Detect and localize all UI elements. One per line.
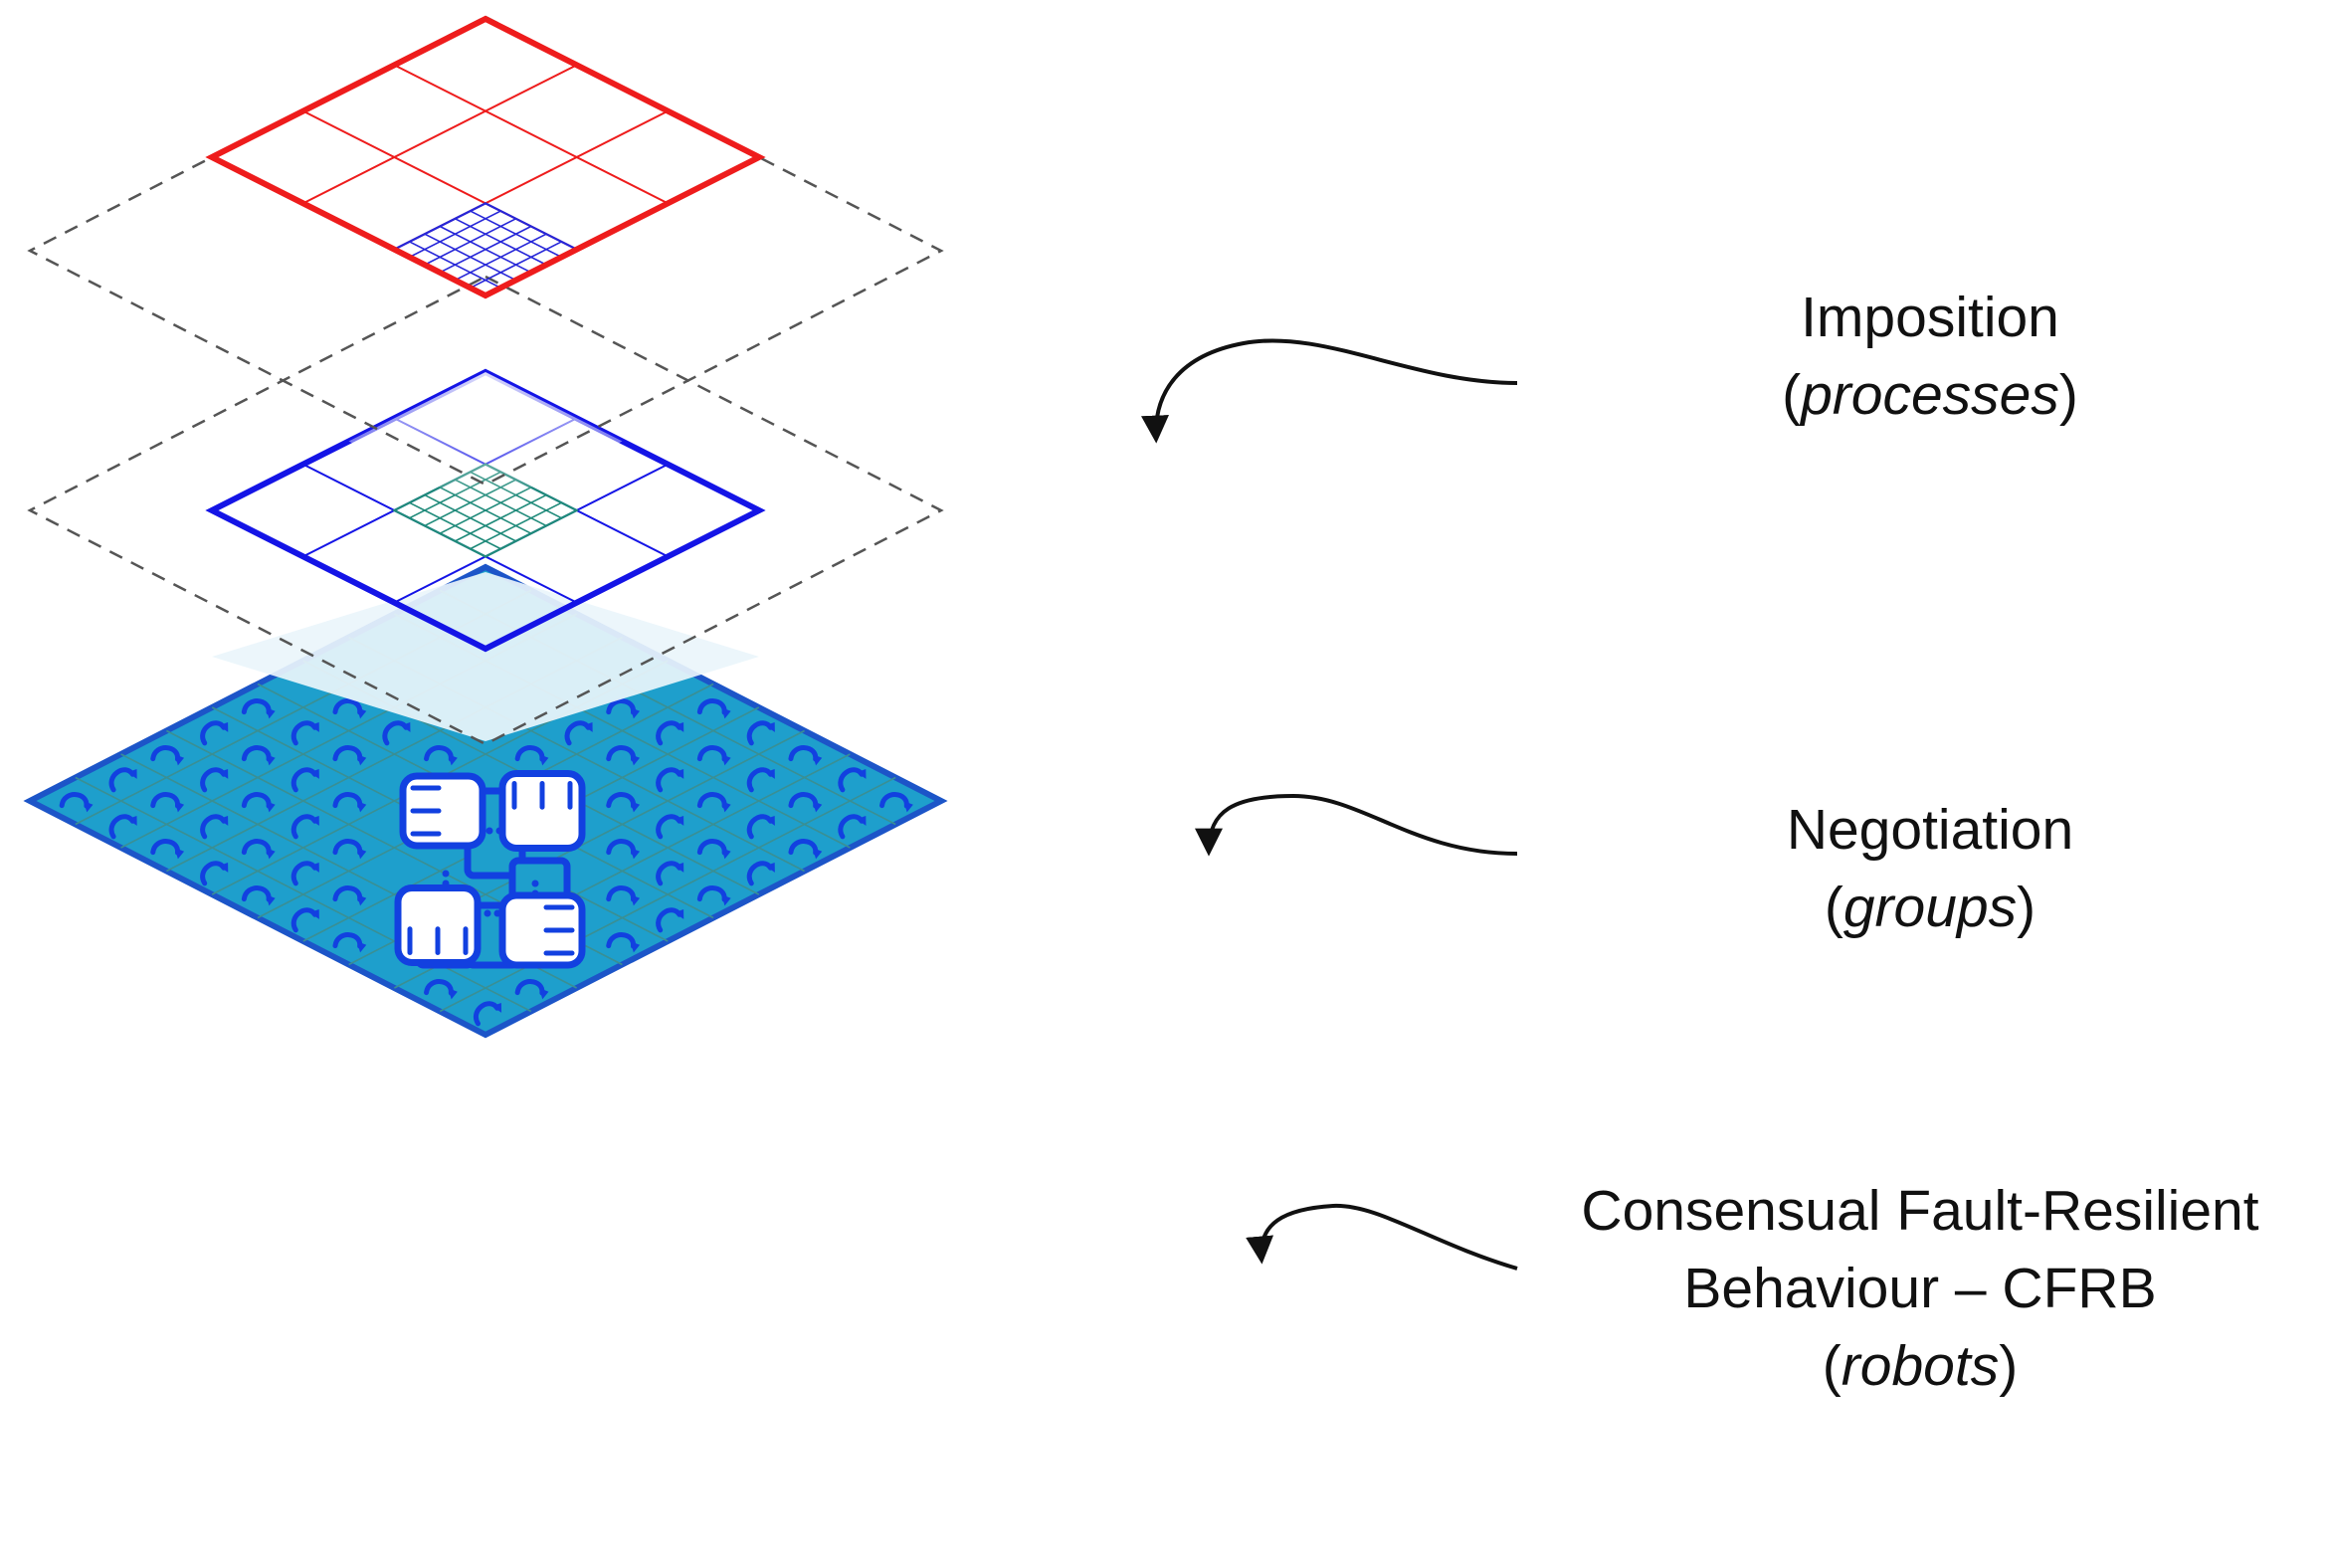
cfrb-layer — [23, 563, 948, 1039]
top-dashed-plane — [27, 15, 944, 487]
curved-arrow-icon — [696, 745, 731, 766]
curved-arrow-icon — [788, 839, 823, 860]
imposition-grid — [302, 64, 669, 251]
imposition-grid-line — [393, 64, 669, 205]
curved-arrow-icon — [424, 979, 458, 1000]
imposition-fine-grid — [391, 202, 580, 297]
curved-arrow-icon — [59, 792, 94, 813]
handshake-icon — [394, 770, 586, 969]
robot-arrows — [59, 698, 913, 1027]
imposition-grid-line — [302, 64, 578, 205]
curved-arrow-icon — [746, 720, 775, 746]
curved-arrow-icon — [241, 698, 276, 719]
curved-arrow-icon — [656, 907, 684, 933]
curved-arrow-icon — [108, 767, 137, 793]
curved-arrow-icon — [879, 792, 913, 813]
middle-dashed-plane — [27, 275, 944, 746]
negotiation-title: Negotiation — [1786, 798, 2074, 862]
curved-arrow-icon — [656, 720, 684, 746]
curved-arrow-icon — [108, 814, 137, 840]
curved-arrow-icon — [150, 792, 185, 813]
curved-arrow-icon — [424, 745, 458, 766]
imposition-border — [205, 15, 766, 299]
curved-arrow-icon — [606, 745, 641, 766]
imposition-fine-grid-line — [409, 241, 501, 289]
imposition-layer — [205, 15, 766, 299]
curved-arrow-icon — [200, 861, 229, 886]
curved-arrow-icon — [606, 885, 641, 906]
curved-arrow-icon — [606, 839, 641, 860]
curved-arrow-icon — [696, 839, 731, 860]
curved-arrow-icon — [514, 979, 549, 1000]
cfrb-label: Consensual Fault-Resilient Behaviour – C… — [1522, 1172, 2318, 1405]
curved-arrow-icon — [564, 720, 593, 746]
curved-arrow-icon — [656, 861, 684, 886]
cfrb-grid-line — [75, 776, 532, 1013]
curved-arrow-icon — [291, 814, 319, 840]
curved-arrow-icon — [291, 907, 319, 933]
curved-arrow-icon — [200, 767, 229, 793]
curved-arrow-icon — [514, 745, 549, 766]
curved-arrow-icon — [150, 839, 185, 860]
curved-arrow-icon — [746, 767, 775, 793]
curved-arrow-icon — [291, 861, 319, 886]
curved-arrow-icon — [332, 792, 367, 813]
negotiation-layer — [205, 368, 766, 653]
curved-arrow-icon — [606, 932, 641, 953]
cfrb-title-line1: Consensual Fault-Resilient — [1581, 1179, 2259, 1243]
cfrb-subtitle: (robots) — [1822, 1334, 2019, 1398]
curved-arrow-icon — [838, 814, 867, 840]
curved-arrow-icon — [332, 698, 367, 719]
curved-arrow-icon — [332, 885, 367, 906]
imposition-arrow — [1141, 338, 1518, 444]
negotiation-subtitle: (groups) — [1824, 876, 2036, 939]
curved-arrow-icon — [150, 745, 185, 766]
curved-arrow-icon — [788, 792, 823, 813]
curved-arrow-icon — [696, 792, 731, 813]
curved-arrow-icon — [241, 745, 276, 766]
negotiation-fine-cell — [391, 463, 580, 558]
curved-arrow-icon — [606, 792, 641, 813]
curved-arrow-icon — [332, 839, 367, 860]
imposition-title: Imposition — [1801, 286, 2059, 349]
curved-arrow-icon — [746, 814, 775, 840]
curved-arrow-icon — [291, 767, 319, 793]
curved-arrow-icon — [291, 720, 319, 746]
negotiation-border — [205, 368, 766, 653]
curved-arrow-icon — [788, 745, 823, 766]
curved-arrow-icon — [200, 720, 229, 746]
curved-arrow-icon — [746, 861, 775, 886]
curved-arrow-icon — [241, 839, 276, 860]
curved-arrow-icon — [382, 720, 411, 746]
negotiation-label: Negotiation (groups) — [1681, 791, 2179, 946]
curved-arrow-icon — [241, 885, 276, 906]
imposition-label: Imposition (processes) — [1681, 279, 2179, 434]
curved-arrow-icon — [696, 885, 731, 906]
curved-arrow-icon — [696, 698, 731, 719]
cfrb-title-line2: Behaviour – CFRB — [1683, 1257, 2157, 1320]
negotiation-arrow — [1195, 793, 1518, 857]
cfrb-arrow — [1246, 1203, 1518, 1271]
curved-arrow-icon — [838, 767, 867, 793]
cfrb-grid-line — [439, 776, 896, 1013]
negotiation-fade — [348, 372, 623, 510]
curved-arrow-icon — [241, 792, 276, 813]
curved-arrow-icon — [332, 745, 367, 766]
curved-arrow-icon — [656, 814, 684, 840]
imposition-subtitle: (processes) — [1782, 363, 2078, 427]
curved-arrow-icon — [332, 932, 367, 953]
curved-arrow-icon — [656, 767, 684, 793]
negotiation-fine-grid-line — [409, 501, 501, 550]
curved-arrow-icon — [606, 698, 641, 719]
curved-arrow-icon — [474, 1001, 502, 1027]
projection-highlight — [212, 572, 759, 741]
curved-arrow-icon — [200, 814, 229, 840]
